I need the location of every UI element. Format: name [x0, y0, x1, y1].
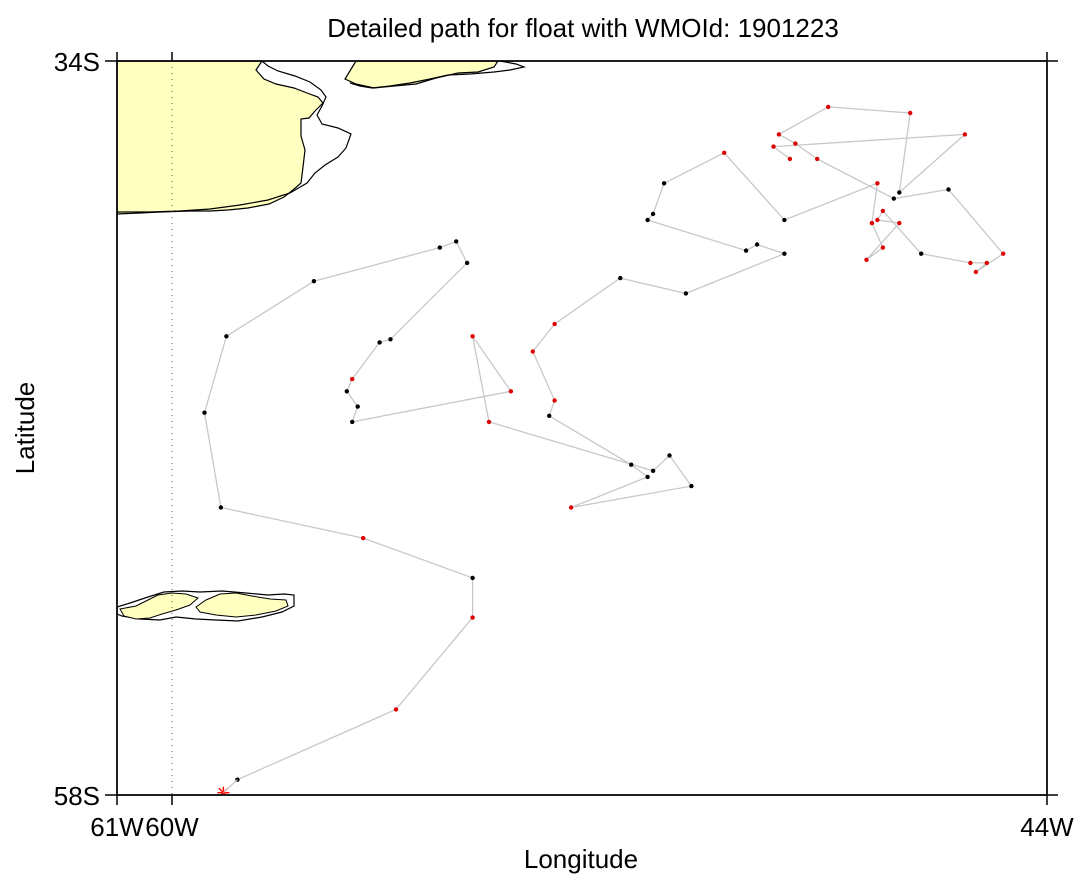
deployment-track-segment — [222, 779, 238, 794]
east-falkland-land — [195, 592, 289, 618]
float-position-point — [377, 340, 382, 345]
float-position-point — [689, 483, 694, 489]
float-position-point — [919, 251, 924, 256]
float-positions — [202, 104, 1006, 782]
float-position-point — [968, 260, 973, 266]
float-position-point — [897, 220, 902, 226]
float-position-point — [782, 217, 787, 223]
falkland-islands-outline — [117, 590, 295, 622]
float-position-point — [650, 211, 656, 217]
float-track-line — [203, 106, 1005, 781]
y-tick-58s: 58S — [54, 781, 100, 811]
uruguay-land — [344, 61, 499, 89]
float-position-point — [973, 269, 979, 275]
plot-area — [117, 61, 1006, 795]
float-position-point — [897, 190, 902, 195]
float-position-point — [1001, 251, 1006, 256]
west-falkland-land — [119, 592, 199, 620]
float-position-point — [683, 291, 689, 296]
float-position-point — [645, 217, 650, 223]
map-title: Detailed path for float with WMOId: 1901… — [327, 13, 839, 43]
float-position-point — [218, 505, 224, 510]
float-position-point — [629, 462, 634, 467]
deployment-marker — [217, 779, 238, 795]
float-position-point — [771, 144, 776, 149]
float-position-point — [470, 615, 475, 620]
float-position-point — [350, 376, 355, 382]
float-position-point — [754, 242, 760, 247]
float-position-point — [776, 132, 782, 137]
float-position-point — [984, 260, 989, 266]
float-position-point — [350, 419, 355, 425]
float-position-point — [793, 141, 798, 146]
float-position-point — [202, 410, 207, 415]
float-position-point — [470, 334, 475, 339]
float-position-point — [650, 468, 656, 473]
float-position-point — [962, 132, 968, 137]
float-position-point — [224, 334, 229, 339]
float-position-point — [787, 156, 793, 162]
float-position-point — [815, 156, 820, 162]
x-tick-44w: 44W — [1020, 812, 1074, 842]
x-tick-61w: 61W — [90, 812, 144, 842]
float-position-point — [618, 275, 623, 281]
float-position-point — [864, 257, 869, 262]
float-position-point — [782, 251, 787, 256]
float-position-point — [826, 104, 831, 110]
float-position-point — [875, 217, 880, 223]
float-position-point — [311, 279, 317, 284]
float-position-point — [880, 245, 886, 250]
x-axis-label: Longitude — [524, 844, 638, 874]
x-tick-60w: 60W — [145, 812, 199, 842]
float-position-point — [486, 419, 492, 425]
coastline-outline-north — [349, 61, 527, 89]
axis-ticks — [105, 52, 1058, 805]
float-position-point — [508, 389, 514, 394]
float-position-point — [361, 535, 366, 541]
coastline-outline — [117, 61, 352, 213]
float-position-point — [552, 321, 557, 327]
float-position-point — [645, 474, 650, 480]
float-position-point — [869, 220, 875, 226]
float-position-point — [454, 239, 459, 244]
float-position-point — [880, 208, 886, 214]
float-position-point — [355, 404, 360, 409]
float-position-point — [568, 505, 574, 510]
y-tick-34s: 34S — [54, 47, 100, 77]
y-axis-label: Latitude — [10, 382, 40, 475]
float-position-point — [875, 181, 880, 186]
float-position-point — [743, 248, 749, 253]
float-position-point — [547, 413, 552, 418]
float-position-point — [530, 349, 535, 354]
float-position-point — [388, 337, 393, 342]
float-position-point — [946, 187, 951, 192]
float-position-point — [661, 181, 667, 186]
float-position-point — [552, 398, 557, 403]
float-position-point — [344, 389, 349, 394]
float-position-point — [393, 707, 399, 712]
south-america-land — [117, 61, 324, 215]
float-position-point — [722, 150, 727, 155]
float-position-point — [464, 260, 470, 266]
float-position-point — [470, 575, 475, 581]
float-position-point — [437, 245, 442, 250]
float-position-point — [891, 196, 896, 201]
float-position-point — [908, 110, 913, 116]
float-position-point — [667, 453, 672, 458]
